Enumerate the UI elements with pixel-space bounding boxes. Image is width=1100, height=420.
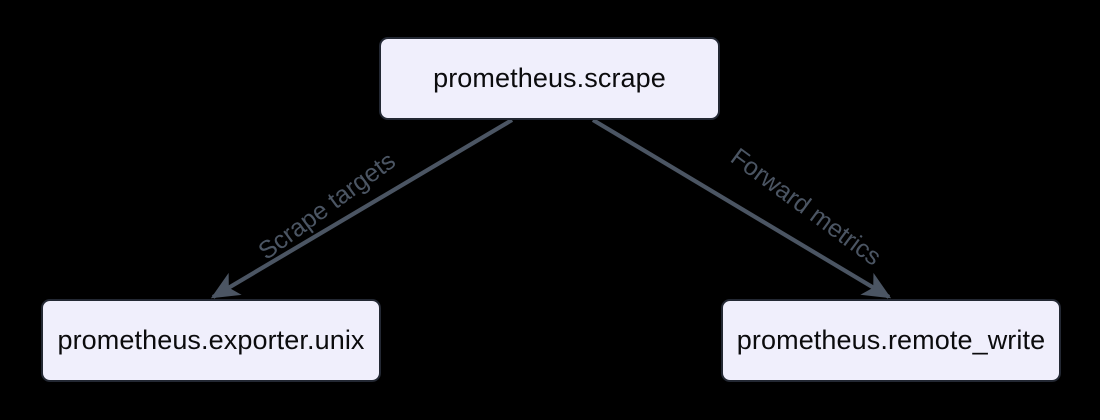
- node-label-prometheus-exporter-unix: prometheus.exporter.unix: [57, 325, 365, 355]
- node-prometheus-scrape[interactable]: prometheus.scrape: [379, 37, 720, 120]
- node-prometheus-remote-write[interactable]: prometheus.remote_write: [721, 299, 1061, 382]
- node-label-prometheus-scrape: prometheus.scrape: [433, 63, 666, 93]
- edge-scrape-to-remote-write-line: [591, 118, 892, 299]
- node-prometheus-exporter-unix[interactable]: prometheus.exporter.unix: [41, 299, 381, 382]
- node-label-prometheus-remote-write: prometheus.remote_write: [736, 325, 1046, 355]
- edge-scrape-to-remote-write: [591, 118, 892, 299]
- edge-scrape-to-exporter-line: [210, 118, 514, 299]
- edge-scrape-to-exporter: [210, 118, 514, 299]
